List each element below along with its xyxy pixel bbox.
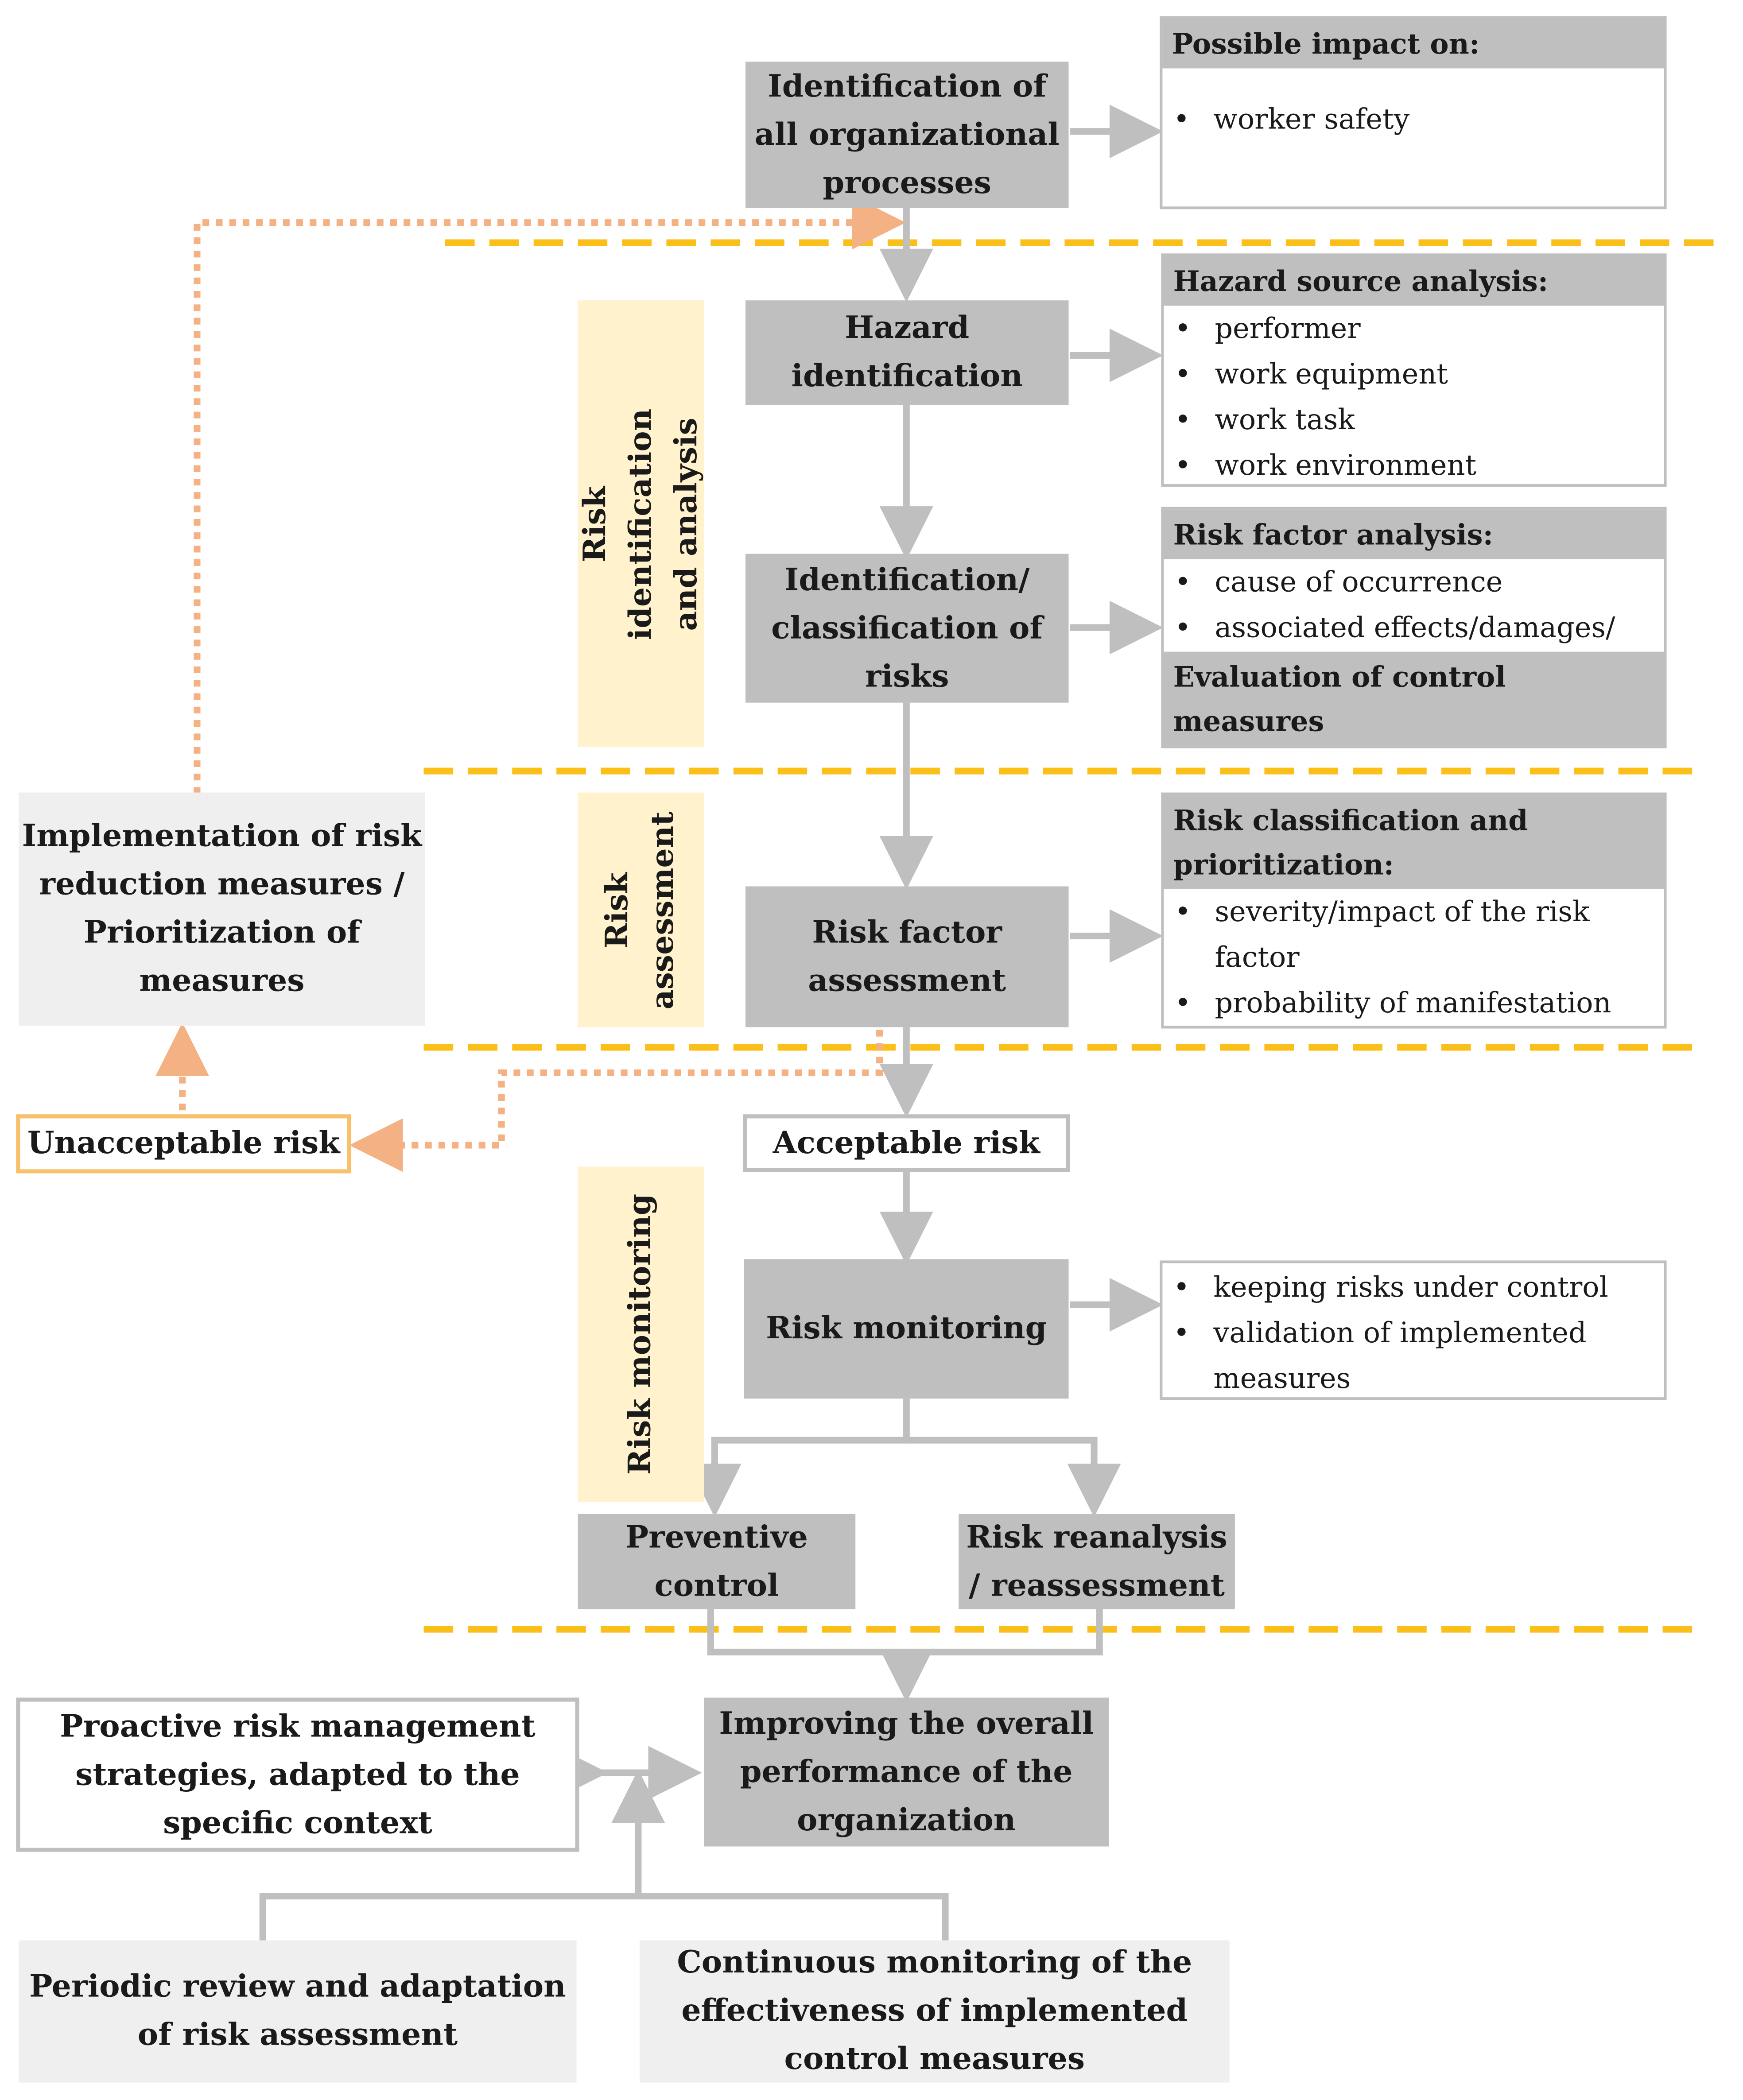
list-item: work equipment: [1175, 351, 1664, 397]
hazard-identification-box: Hazard identification: [745, 300, 1069, 405]
risk-factor-assessment-box: Risk factor assessment: [745, 886, 1069, 1027]
list-item: performer: [1175, 306, 1664, 351]
impact-info-title: Possible impact on:: [1162, 19, 1664, 69]
risk-monitoring-box: Risk monitoring: [744, 1259, 1069, 1399]
phase-band-monitoring: Risk monitoring: [578, 1166, 704, 1502]
monitoring-info-panel: keeping risks under control validation o…: [1160, 1260, 1667, 1401]
classification-list: severity/impact of the risk factor proba…: [1164, 889, 1664, 1026]
arrow-to-unacceptable: [349, 1030, 883, 1172]
list-item: probability of manifestation: [1175, 980, 1664, 1026]
list-item: cause of occurrence: [1175, 559, 1664, 605]
list-item: validation of implemented measures: [1173, 1310, 1664, 1401]
merge-line: [707, 1609, 1103, 1656]
list-item: keeping risks under control: [1173, 1264, 1664, 1310]
phase-band-identification-analysis: Risk identification and analysis: [577, 300, 704, 747]
phase-band-assessment: Risk assessment: [578, 792, 704, 1027]
classification-panel: Risk classification and prioritization: …: [1161, 792, 1667, 1029]
arrow-feedback-to-identification: [194, 196, 906, 794]
periodic-review-box: Periodic review and adaptation of risk a…: [19, 1940, 577, 2083]
list-item: work environment: [1175, 442, 1664, 488]
impact-info-panel: Possible impact on: worker safety: [1160, 16, 1667, 209]
phase-label-identification-analysis: Risk identification and analysis: [576, 408, 704, 639]
risk-factors-title: Risk factor analysis:: [1164, 509, 1664, 559]
list-item: severity/impact of the risk factor: [1175, 889, 1664, 980]
risk-classification-box: Identification/ classification of risks: [745, 554, 1069, 703]
implementation-measures-box: Implementation of risk reduction measure…: [19, 792, 425, 1026]
list-item: worker safety: [1173, 97, 1664, 142]
continuous-monitoring-box: Continuous monitoring of the effectivene…: [639, 1940, 1230, 2083]
monitoring-info-list: keeping risks under control validation o…: [1162, 1264, 1664, 1401]
hazard-sources-list: performer work equipment work task work …: [1164, 306, 1664, 488]
bottom-bracket: [259, 1893, 949, 1941]
phase-dividers: [423, 239, 1723, 1633]
preventive-control-box: Preventive control: [578, 1514, 856, 1609]
phase-label-assessment: Risk assessment: [599, 810, 681, 1009]
improving-performance-box: Improving the overall performance of the…: [704, 1697, 1109, 1847]
risk-factors-footer: Evaluation of control measures: [1164, 651, 1664, 746]
proactive-strategies-box: Proactive risk management strategies, ad…: [16, 1697, 579, 1852]
identification-processes-box: Identification of all organizational pro…: [745, 62, 1069, 208]
list-item: work task: [1175, 397, 1664, 442]
hazard-sources-title: Hazard source analysis:: [1164, 256, 1664, 306]
phase-label-monitoring: Risk monitoring: [622, 1193, 659, 1475]
unacceptable-risk-box: Unacceptable risk: [16, 1114, 352, 1174]
risk-reanalysis-box: Risk reanalysis / reassessment: [959, 1514, 1235, 1609]
risk-factors-panel: Risk factor analysis: cause of occurrenc…: [1161, 507, 1667, 748]
hazard-sources-panel: Hazard source analysis: performer work e…: [1161, 253, 1667, 488]
impact-info-list: worker safety: [1162, 97, 1664, 142]
classification-title: Risk classification and prioritization:: [1164, 795, 1664, 889]
acceptable-risk-box: Acceptable risk: [742, 1114, 1070, 1172]
arrow-to-reanalysis: [906, 1437, 1121, 1518]
arrow-to-preventive: [687, 1399, 910, 1518]
